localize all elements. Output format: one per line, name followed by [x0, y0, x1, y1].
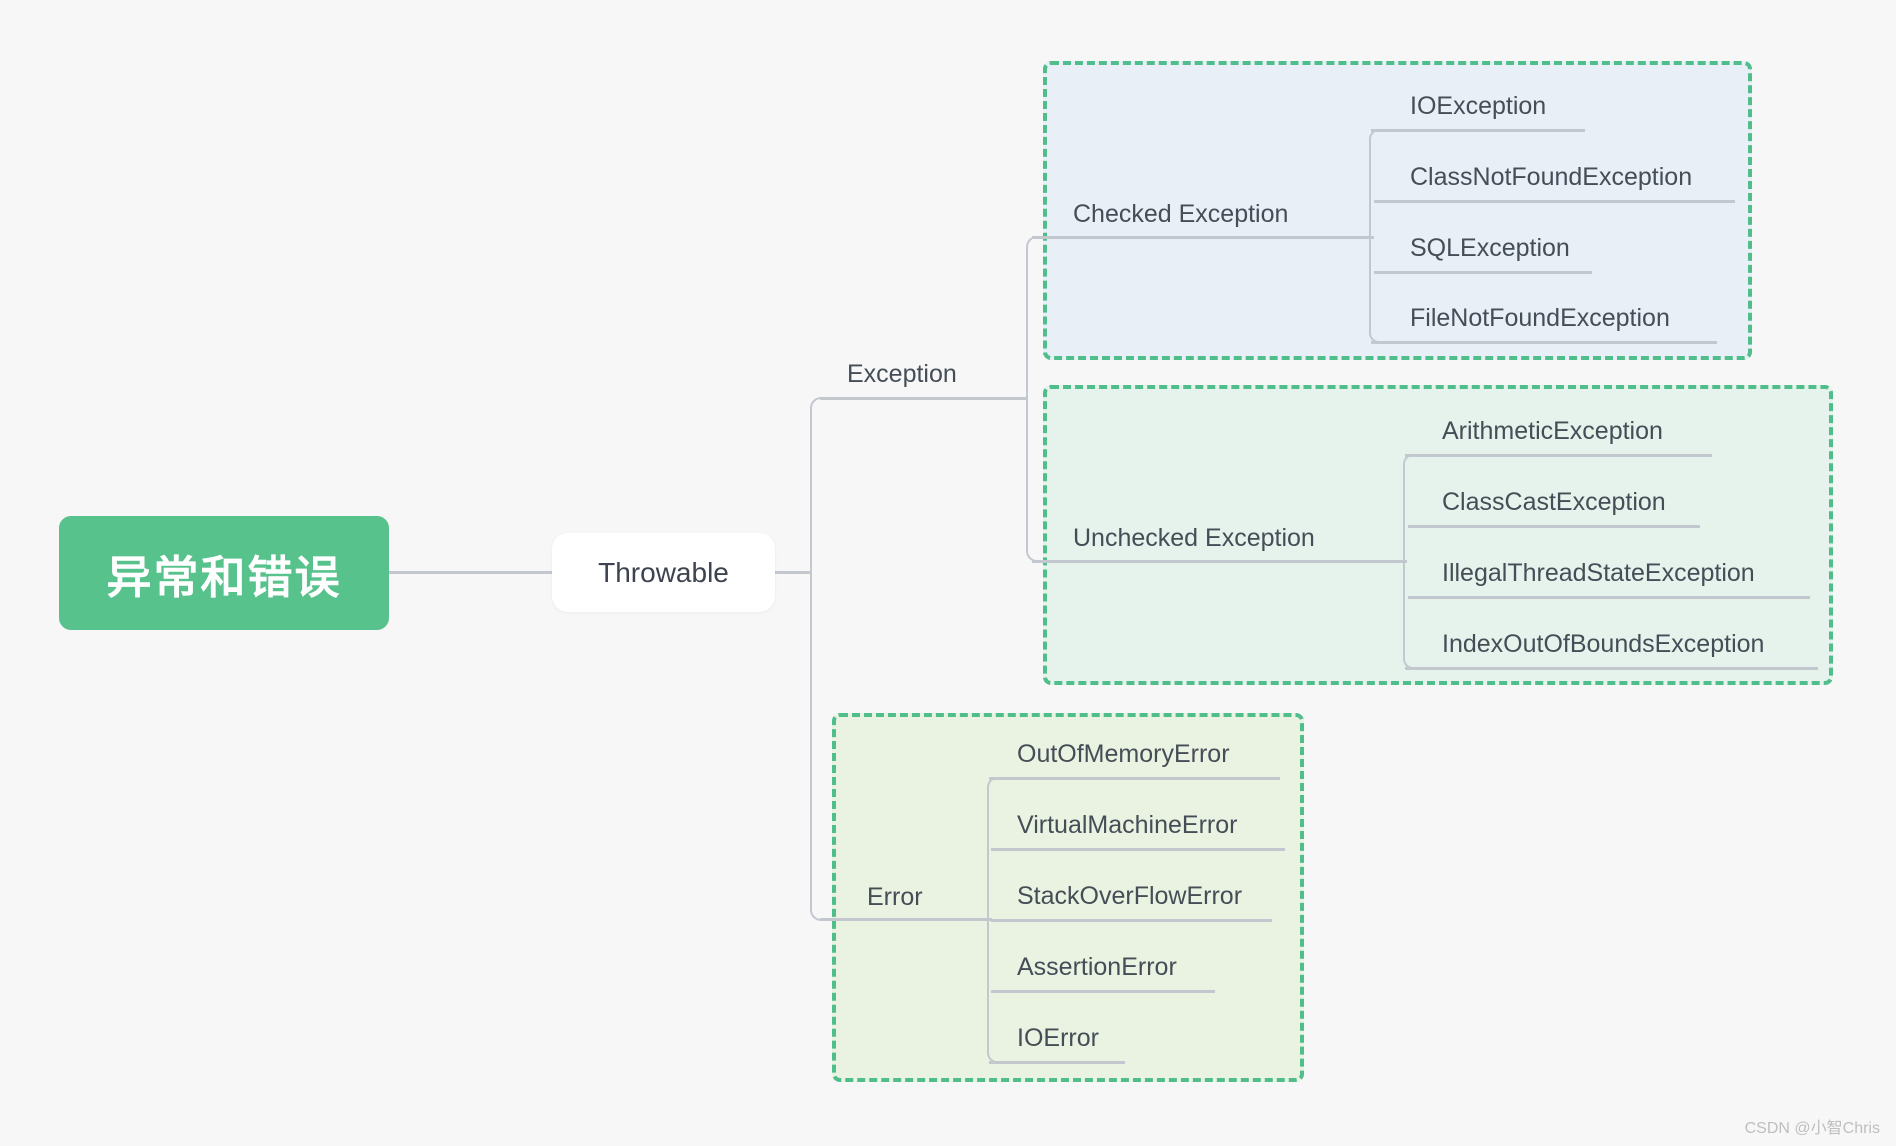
- trunk-exception-children: [1026, 236, 1038, 562]
- node-exception[interactable]: Exception: [847, 360, 957, 388]
- underline-error: [820, 918, 992, 921]
- node-ioerror[interactable]: IOError: [1017, 1024, 1099, 1052]
- connector-root-throwable: [389, 571, 552, 574]
- underline-virtualmachineerror: [991, 848, 1285, 851]
- underline-stackoverflowerror: [991, 919, 1272, 922]
- underline-classnotfoundexception: [1374, 200, 1735, 203]
- root-node-label: 异常和错误: [106, 551, 342, 603]
- node-arithmeticexception[interactable]: ArithmeticException: [1442, 417, 1663, 445]
- throwable-label: Throwable: [598, 556, 729, 588]
- csdn-watermark: CSDN @小智Chris: [1744, 1120, 1880, 1137]
- root-node[interactable]: 异常和错误: [59, 516, 389, 630]
- underline-indexoutofboundsexception: [1405, 667, 1818, 670]
- underline-unchecked-exception: [1032, 560, 1407, 563]
- trunk-checked-children: [1369, 129, 1379, 343]
- trunk-throwable-children: [810, 397, 824, 921]
- underline-illegalthreadstateexception: [1408, 596, 1810, 599]
- underline-outofmemoryerror: [989, 777, 1280, 780]
- node-ioexception[interactable]: IOException: [1410, 92, 1547, 120]
- node-classcastexception[interactable]: ClassCastException: [1442, 488, 1666, 516]
- underline-ioerror: [989, 1061, 1125, 1064]
- node-sqlexception[interactable]: SQLException: [1410, 234, 1570, 262]
- underline-exception: [820, 397, 1028, 400]
- underline-ioexception: [1371, 129, 1585, 132]
- underline-checked-exception: [1032, 236, 1374, 239]
- node-filenotfoundexception[interactable]: FileNotFoundException: [1410, 304, 1670, 332]
- node-unchecked-exception[interactable]: Unchecked Exception: [1073, 524, 1315, 552]
- node-illegalthreadstateexception[interactable]: IllegalThreadStateException: [1442, 559, 1755, 587]
- connector-throwable-trunk: [775, 571, 812, 574]
- node-outofmemoryerror[interactable]: OutOfMemoryError: [1017, 740, 1230, 768]
- node-checked-exception[interactable]: Checked Exception: [1073, 200, 1289, 228]
- node-stackoverflowerror[interactable]: StackOverFlowError: [1017, 882, 1243, 910]
- boundary-error: [832, 713, 1304, 1082]
- node-indexoutofboundsexception[interactable]: IndexOutOfBoundsException: [1442, 630, 1765, 658]
- underline-assertionerror: [991, 990, 1215, 993]
- node-error[interactable]: Error: [867, 883, 923, 911]
- boundary-checked-exception: [1043, 61, 1752, 360]
- node-assertionerror[interactable]: AssertionError: [1017, 953, 1177, 981]
- underline-filenotfoundexception: [1371, 341, 1717, 344]
- node-virtualmachineerror[interactable]: VirtualMachineError: [1017, 811, 1238, 839]
- trunk-unchecked-children: [1403, 454, 1413, 669]
- node-classnotfoundexception[interactable]: ClassNotFoundException: [1410, 163, 1693, 191]
- underline-arithmeticexception: [1405, 454, 1712, 457]
- boundary-unchecked-exception: [1043, 385, 1833, 685]
- underline-classcastexception: [1408, 525, 1700, 528]
- underline-sqlexception: [1374, 271, 1592, 274]
- node-throwable[interactable]: Throwable: [552, 533, 775, 612]
